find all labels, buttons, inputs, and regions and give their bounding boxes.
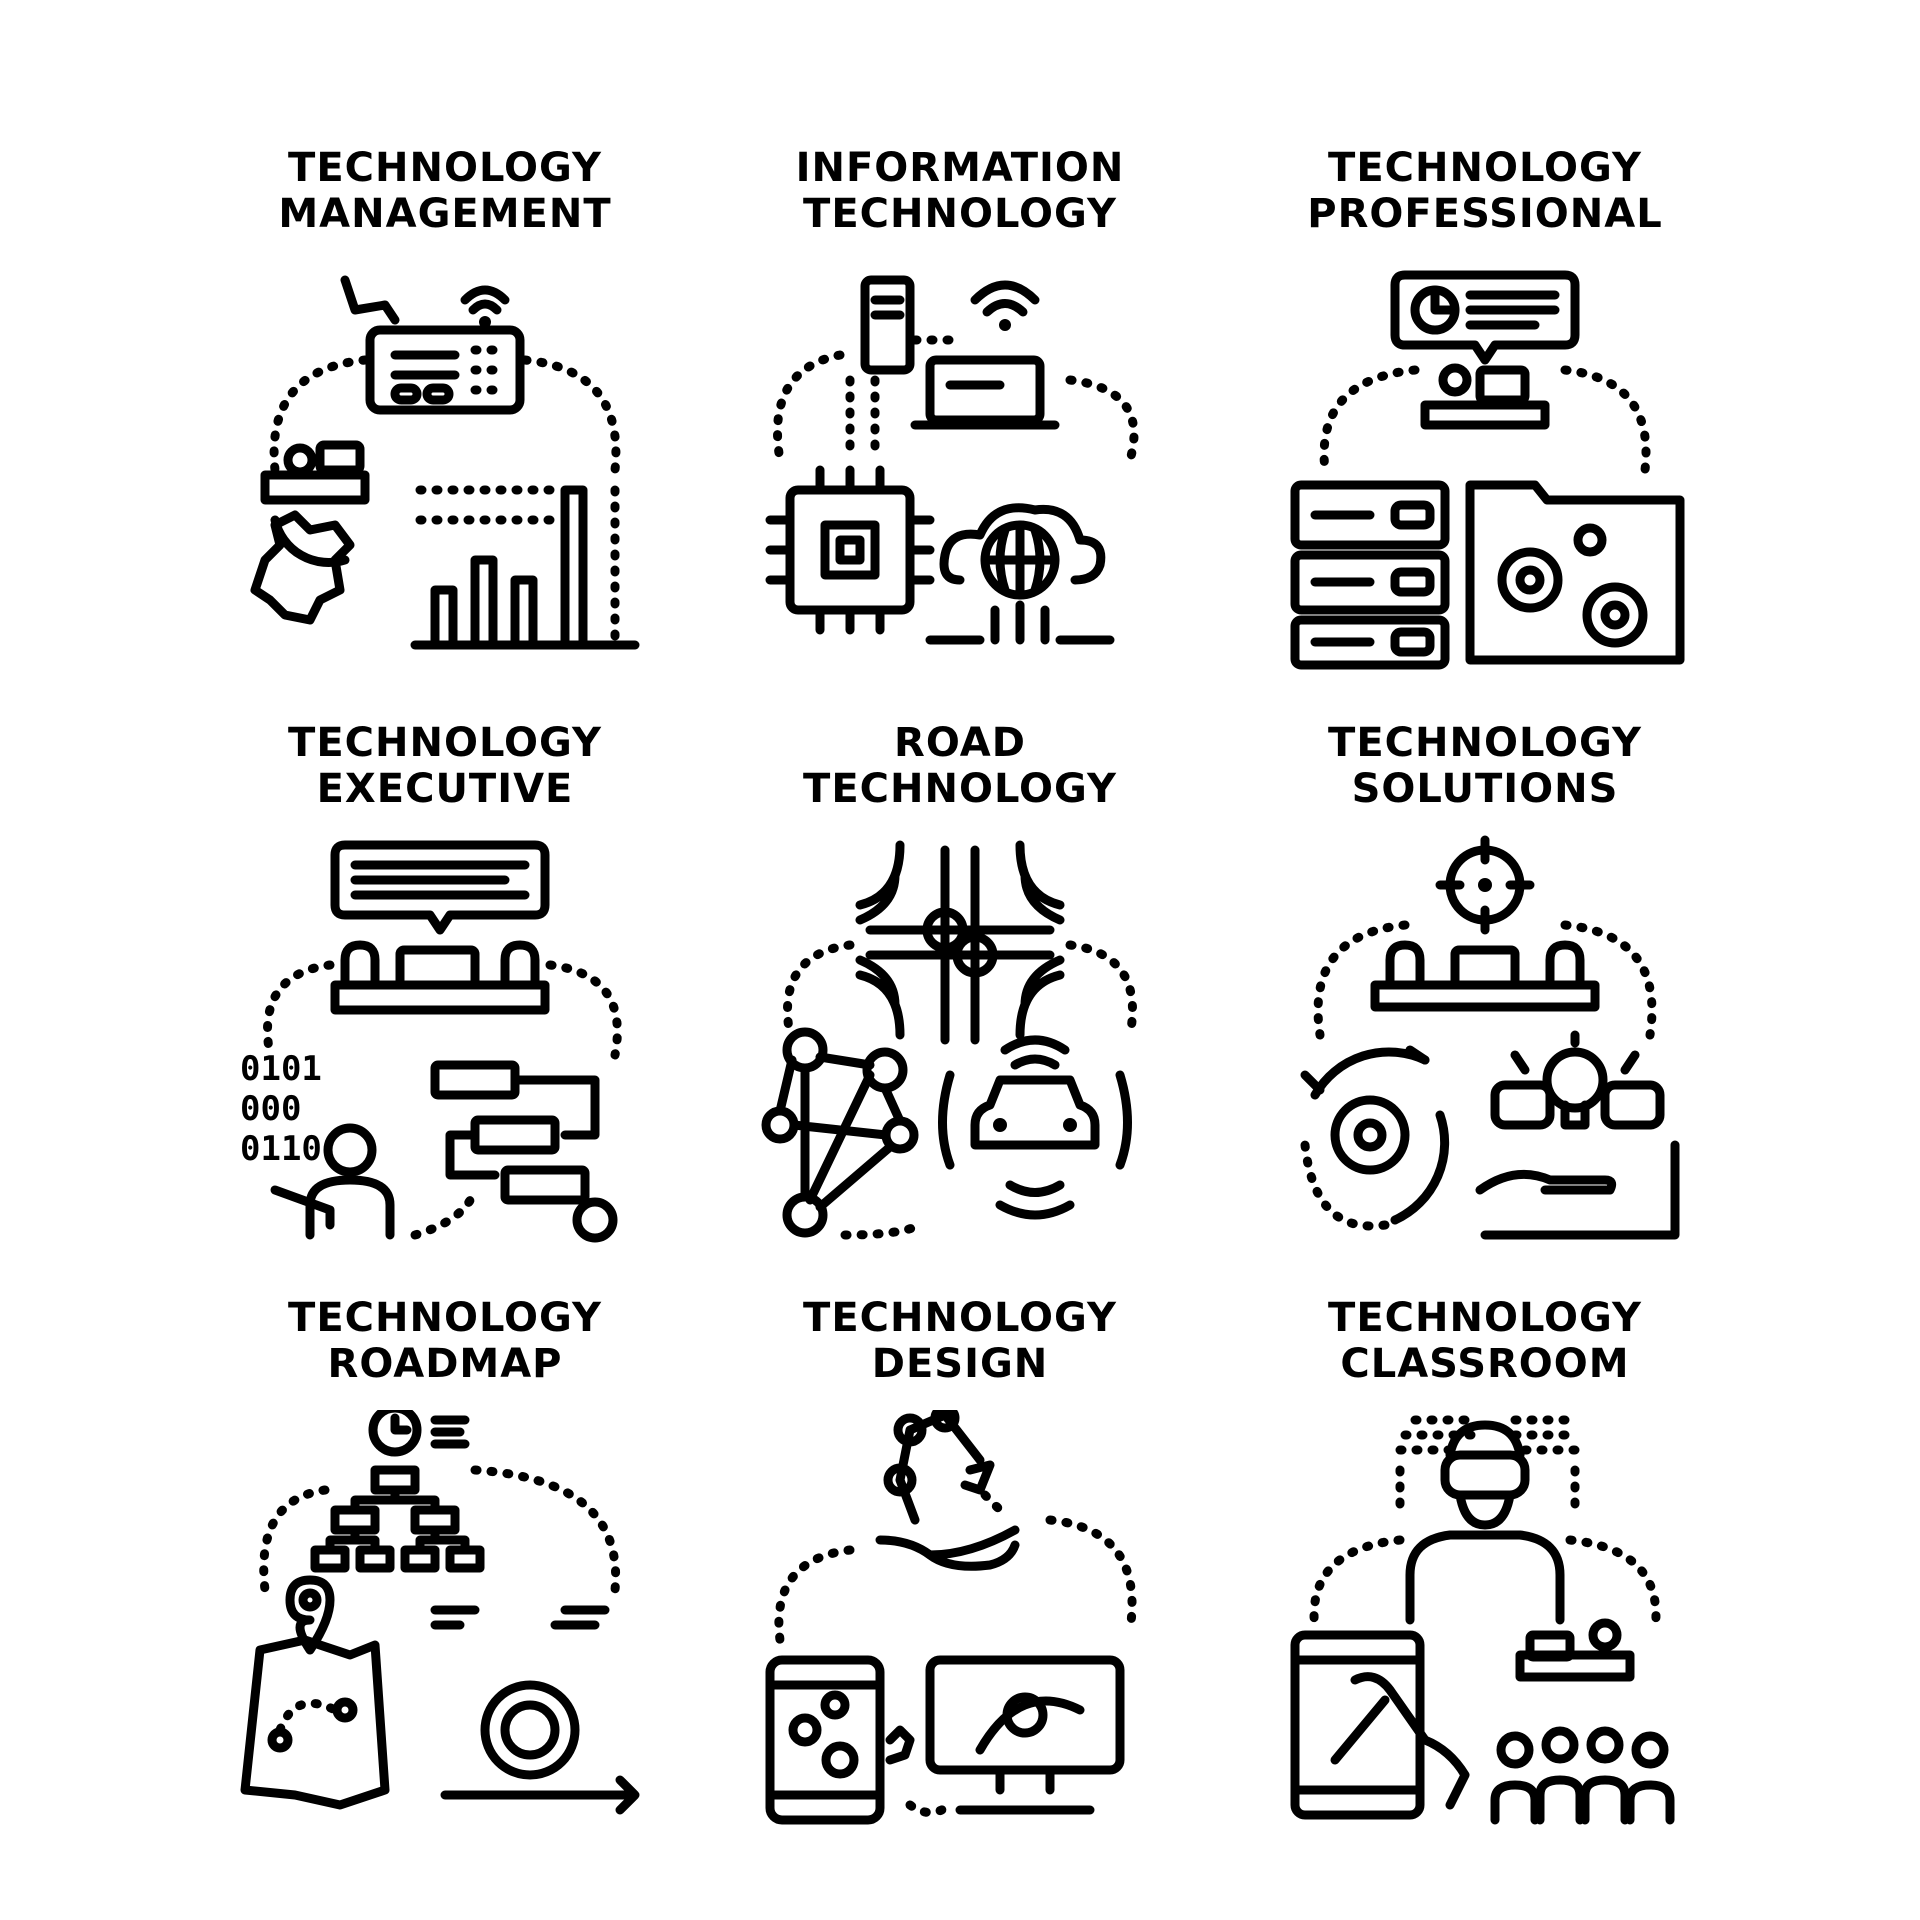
title-line-1: TECHNOLOGY: [288, 1295, 602, 1341]
icon-cell-technology-solutions: TECHNOLOGY SOLUTIONS: [1225, 720, 1745, 1280]
technology-professional-icon: [1290, 270, 1685, 670]
title-line-2: CLASSROOM: [1340, 1341, 1630, 1387]
title-line-1: TECHNOLOGY: [288, 145, 602, 191]
title-line-2: EXECUTIVE: [316, 766, 574, 812]
title-line-2: DESIGN: [871, 1341, 1049, 1387]
technology-solutions-icon: [1300, 835, 1680, 1240]
information-technology-icon: [765, 275, 1139, 645]
icon-cell-road-technology: ROAD TECHNOLOGY: [700, 720, 1220, 1280]
binary-text-line-3: 0110: [240, 1129, 322, 1169]
title-line-1: TECHNOLOGY: [288, 720, 602, 766]
title-line-2: ROADMAP: [327, 1341, 563, 1387]
title-line-2: MANAGEMENT: [278, 191, 612, 237]
title-line-1: TECHNOLOGY: [1328, 145, 1642, 191]
title-line-1: TECHNOLOGY: [1328, 1295, 1642, 1341]
binary-text-line-1: 0101: [240, 1049, 322, 1089]
icon-title: TECHNOLOGY CLASSROOM: [1225, 1295, 1745, 1387]
icon-title: ROAD TECHNOLOGY: [700, 720, 1220, 812]
technology-executive-icon: 0101 000 0110: [240, 840, 622, 1243]
icon-title: TECHNOLOGY DESIGN: [700, 1295, 1220, 1387]
title-line-1: TECHNOLOGY: [1328, 720, 1642, 766]
icon-title: TECHNOLOGY PROFESSIONAL: [1225, 145, 1745, 237]
title-line-1: INFORMATION: [795, 145, 1125, 191]
technology-roadmap-icon: [240, 1410, 640, 1815]
icon-cell-technology-design: TECHNOLOGY DESIGN: [700, 1295, 1220, 1855]
icon-cell-technology-executive: TECHNOLOGY EXECUTIVE 0101 000 0110: [185, 720, 705, 1280]
icon-title: INFORMATION TECHNOLOGY: [700, 145, 1220, 237]
title-line-2: SOLUTIONS: [1351, 766, 1619, 812]
icon-cell-technology-management: TECHNOLOGY MANAGEMENT: [185, 145, 705, 705]
title-line-2: TECHNOLOGY: [803, 766, 1117, 812]
technology-management-icon: [250, 275, 640, 650]
title-line-1: ROAD: [894, 720, 1026, 766]
binary-text-line-2: 000: [240, 1089, 301, 1129]
icon-title: TECHNOLOGY ROADMAP: [185, 1295, 705, 1387]
icon-title: TECHNOLOGY EXECUTIVE: [185, 720, 705, 812]
icon-title: TECHNOLOGY MANAGEMENT: [185, 145, 705, 237]
road-technology-icon: [761, 840, 1137, 1240]
technology-classroom-icon: [1290, 1415, 1675, 1825]
icon-cell-technology-roadmap: TECHNOLOGY ROADMAP: [185, 1295, 705, 1855]
icon-title: TECHNOLOGY SOLUTIONS: [1225, 720, 1745, 812]
icon-cell-technology-classroom: TECHNOLOGY CLASSROOM: [1225, 1295, 1745, 1855]
icon-cell-information-technology: INFORMATION TECHNOLOGY: [700, 145, 1220, 705]
title-line-1: TECHNOLOGY: [803, 1295, 1117, 1341]
title-line-2: PROFESSIONAL: [1307, 191, 1663, 237]
title-line-2: TECHNOLOGY: [803, 191, 1117, 237]
icon-cell-technology-professional: TECHNOLOGY PROFESSIONAL: [1225, 145, 1745, 705]
technology-design-icon: [765, 1410, 1137, 1825]
